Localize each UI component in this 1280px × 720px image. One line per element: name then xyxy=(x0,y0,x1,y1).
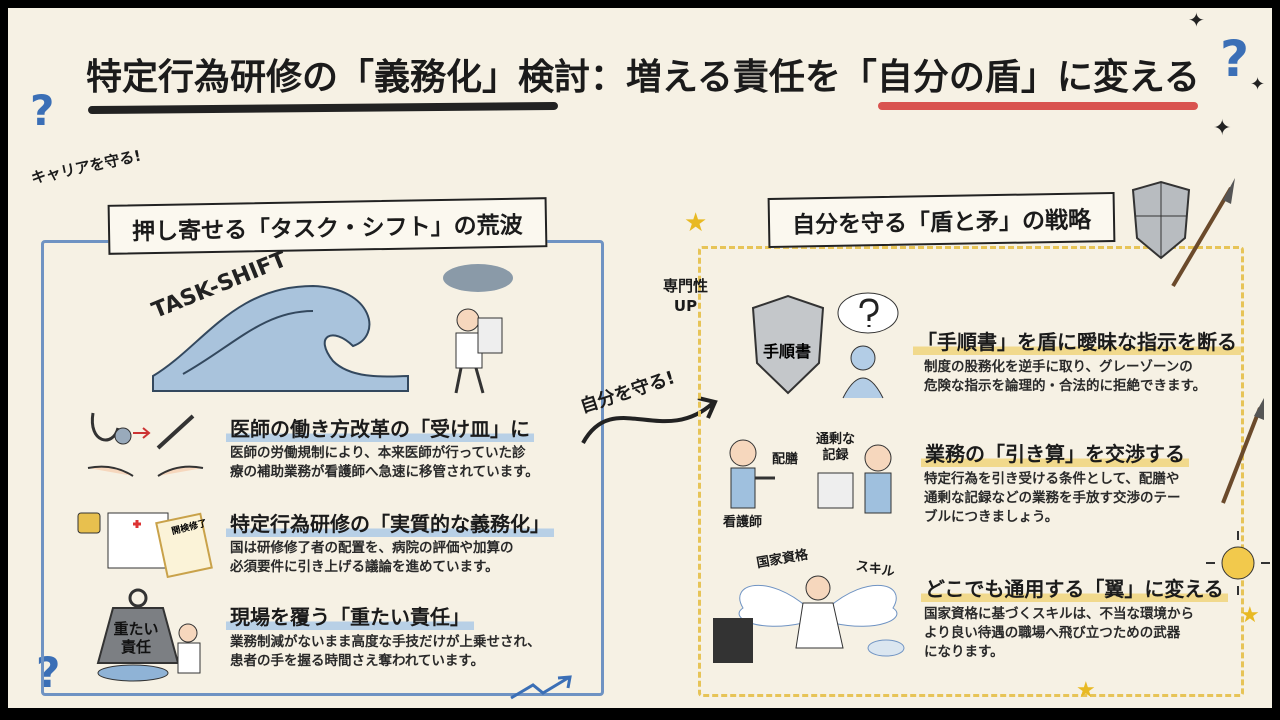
star-icon: ★ xyxy=(1240,603,1260,628)
trend-arrow-icon xyxy=(510,675,572,700)
right-item-body: 特定行為を引き受ける条件として、配膳や 通剰な記録などの業務を手放す交渉のテー … xyxy=(924,471,1181,525)
expertise-up-label: 専門性 UP xyxy=(663,277,709,315)
hospital-lock-certificate-icon xyxy=(77,512,213,578)
career-tag: キャリアを守る! xyxy=(29,146,143,188)
right-item-heading: 「手順書」を盾に曖昧な指示を断る xyxy=(913,326,1241,355)
heavy-weight-icon xyxy=(96,588,201,682)
winged-nurse-illustration xyxy=(713,575,905,663)
left-item-heading: 特定行為研修の「実質的な義務化」 xyxy=(226,508,554,537)
right-section-frame xyxy=(698,246,1244,697)
right-item-heading: 業務の「引き算」を交渉する xyxy=(921,438,1189,467)
serving-label: 配膳 xyxy=(772,452,799,467)
curved-arrow-icon xyxy=(581,396,718,444)
procedure-shield-label: 手順書 xyxy=(763,342,812,361)
sparkle-icon: ✦ xyxy=(1250,74,1266,95)
title-underline-black xyxy=(87,101,559,115)
right-item-heading: どこでも通用する「翼」に変える xyxy=(921,573,1228,602)
shield-spear-icon xyxy=(1131,178,1235,288)
nurse-carrying-documents-icon xyxy=(443,264,513,394)
stethoscope-syringe-icon xyxy=(87,412,204,477)
nurse-label: 看護師 xyxy=(723,515,763,530)
question-mark-icon: ? xyxy=(36,648,61,697)
left-item-heading: 現場を覆う「重たい責任」 xyxy=(226,601,474,630)
negotiation-illustration xyxy=(729,439,892,514)
sun-icon xyxy=(1206,531,1270,595)
left-banner: 押し寄せる「タスク・シフト」の荒波 xyxy=(107,197,547,255)
question-mark-icon: ? xyxy=(30,86,55,135)
left-item-body: 業務制減がないまま高度な手技だけが上乗せされ、 患者の手を握る時間さえ奪われてい… xyxy=(230,634,541,669)
right-item-body: 国家資格に基づくスキルは、不当な環境から より良い待遇の職場へ飛び立つための武器… xyxy=(924,606,1194,660)
wave-illustration xyxy=(152,284,409,392)
left-item-body: 医師の労働規制により、本来医師が行っていた診 療の補助業務が看護師へ急速に移管さ… xyxy=(230,445,539,480)
sparkle-icon: ✦ xyxy=(1188,8,1205,32)
spear-icon xyxy=(1221,398,1264,504)
weight-label: 重たい責任 xyxy=(113,620,159,656)
right-item-body: 制度の股務化を逆手に取り、グレーゾーンの 危険な指示を論理的・合法的に拒絶できま… xyxy=(924,359,1207,394)
page-title: 特定行為研修の「義務化」検討：増える責任を「自分の盾」に変える xyxy=(86,57,1200,98)
right-banner: 自分を守る「盾と矛」の戦略 xyxy=(767,191,1116,249)
question-mark-icon: ? xyxy=(1220,30,1250,88)
title-underline-red xyxy=(878,102,1198,110)
procedure-shield-icon xyxy=(751,292,899,399)
excess-records-label: 通剰な 記録 xyxy=(816,432,856,463)
left-item-body: 国は研修修了者の配置を、病院の評価や加算の 必須要件に引き上げる議論を進めていま… xyxy=(230,540,514,575)
infographic: 特定行為研修の「義務化」検討：増える責任を「自分の盾」に変える ? ? ? ✦ … xyxy=(8,8,1272,708)
left-item-heading: 医師の働き方改革の「受け皿」に xyxy=(226,413,534,442)
star-icon: ★ xyxy=(1076,678,1096,703)
sparkle-icon: ✦ xyxy=(1213,116,1232,141)
star-icon: ★ xyxy=(684,208,708,238)
